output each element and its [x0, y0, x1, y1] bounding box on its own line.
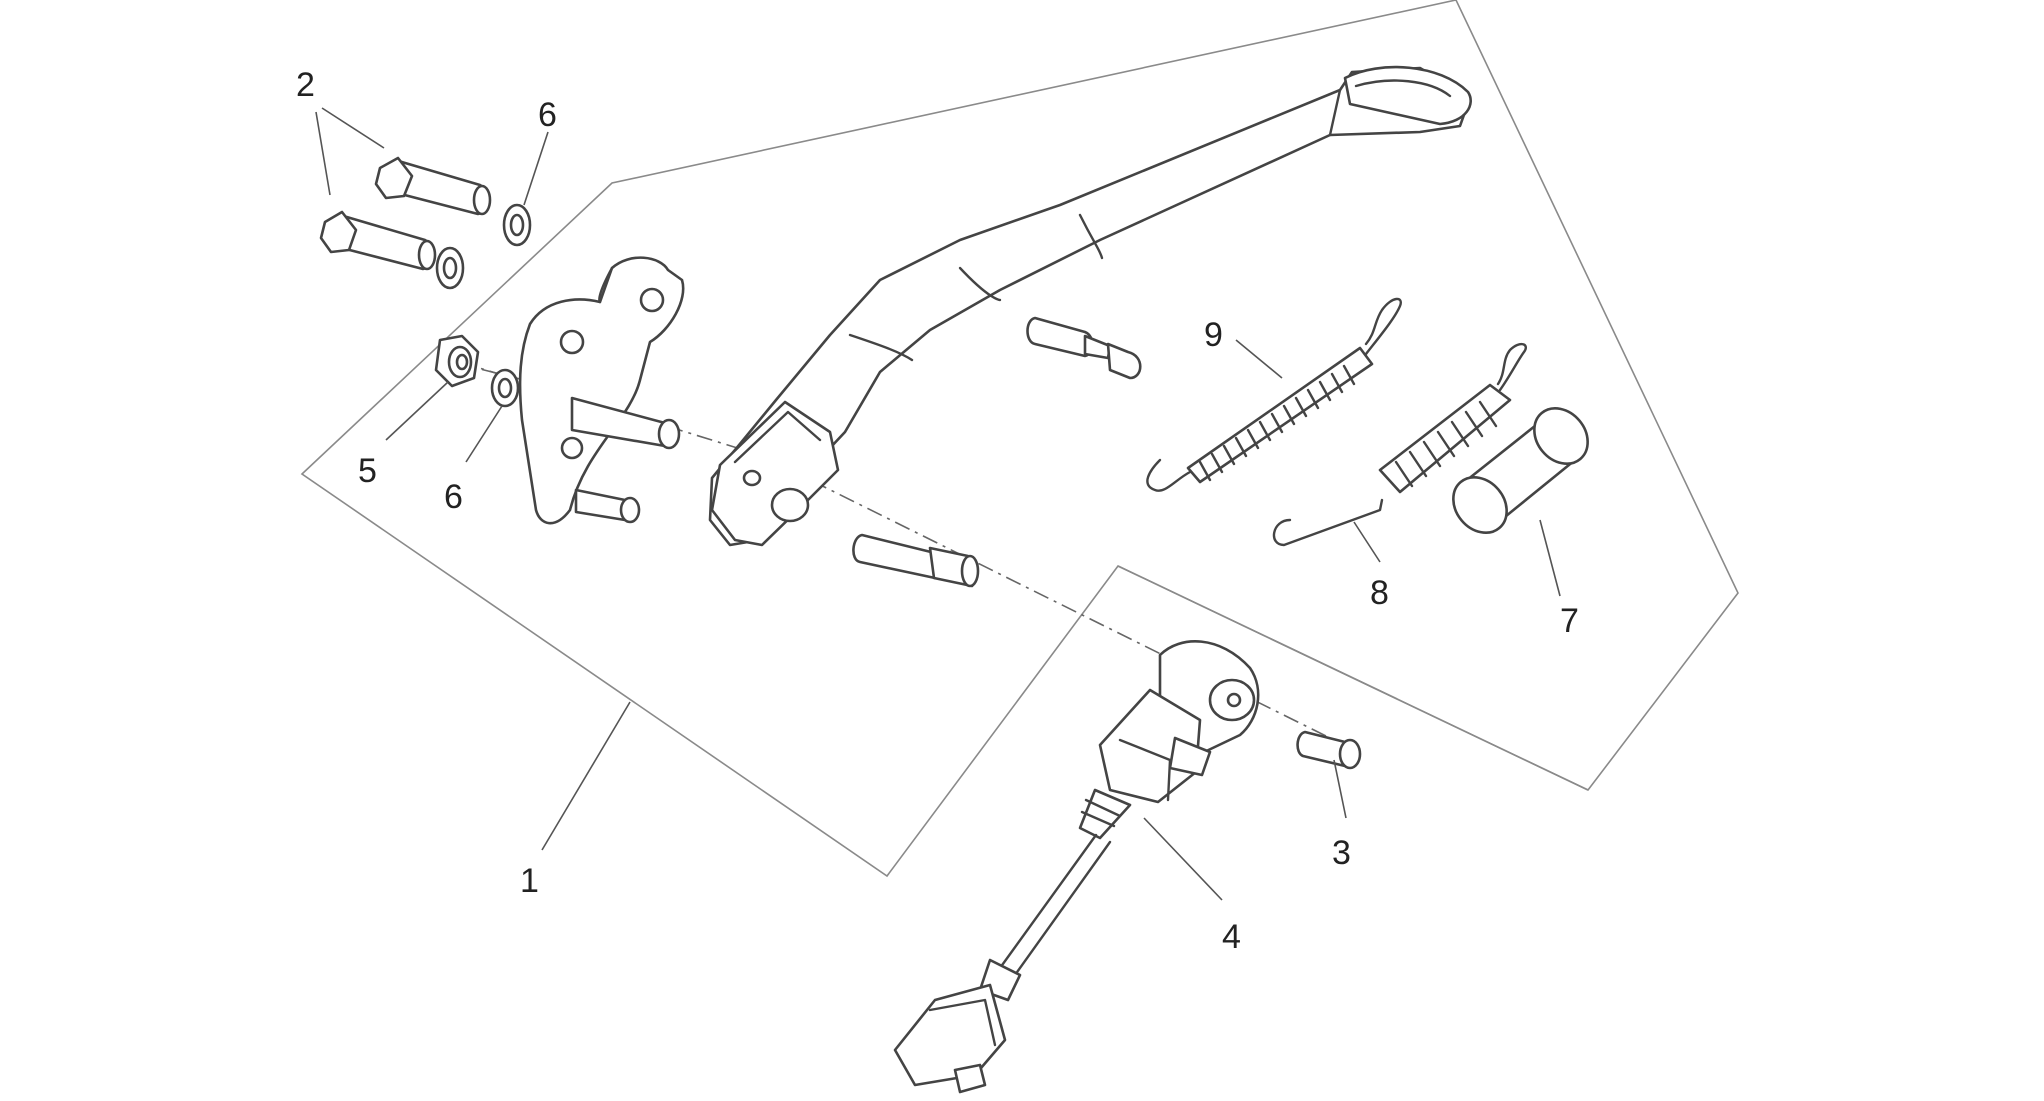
long-spring — [1146, 297, 1402, 492]
leader-9 — [1235, 339, 1283, 379]
pivot-pin — [852, 533, 980, 588]
leader-6b — [465, 405, 503, 463]
callout-label-9: 9 — [1204, 316, 1223, 354]
callout-label-2: 2 — [296, 66, 315, 104]
leader-2a — [321, 107, 385, 149]
assembly-boundary-main — [300, 0, 1739, 878]
short-spring — [1272, 342, 1527, 547]
leader-5 — [385, 381, 449, 441]
spring-hook-pin — [1026, 316, 1142, 380]
side-stand-sensor — [893, 640, 1260, 1094]
washer-bracket — [490, 368, 520, 408]
leader-6a — [523, 131, 549, 206]
flange-bolt-lower — [319, 210, 437, 271]
callout-label-3: 3 — [1332, 834, 1351, 872]
flange-bolt-upper — [374, 156, 492, 216]
callout-label-7: 7 — [1560, 602, 1579, 640]
hex-nut — [434, 334, 480, 388]
callout-label-6-lower: 6 — [444, 478, 463, 516]
washer-upper — [502, 203, 532, 247]
leader-3 — [1333, 759, 1347, 819]
leader-4 — [1143, 817, 1223, 901]
side-stand-leg — [708, 65, 1472, 547]
callout-label-1: 1 — [520, 862, 539, 900]
callout-label-5: 5 — [358, 452, 377, 490]
leader-2b — [315, 111, 331, 196]
washer-lower — [435, 246, 465, 290]
leader-7 — [1539, 519, 1561, 597]
sensor-screw — [1296, 730, 1362, 770]
mounting-bracket — [518, 256, 685, 525]
callout-label-6-upper: 6 — [538, 96, 557, 134]
spring-sleeve — [1452, 407, 1589, 534]
callout-label-8: 8 — [1370, 574, 1389, 612]
callout-label-4: 4 — [1222, 918, 1241, 956]
assembly-boundary-sensor — [1117, 565, 1589, 791]
leader-1 — [541, 701, 631, 851]
leader-8 — [1353, 521, 1381, 563]
